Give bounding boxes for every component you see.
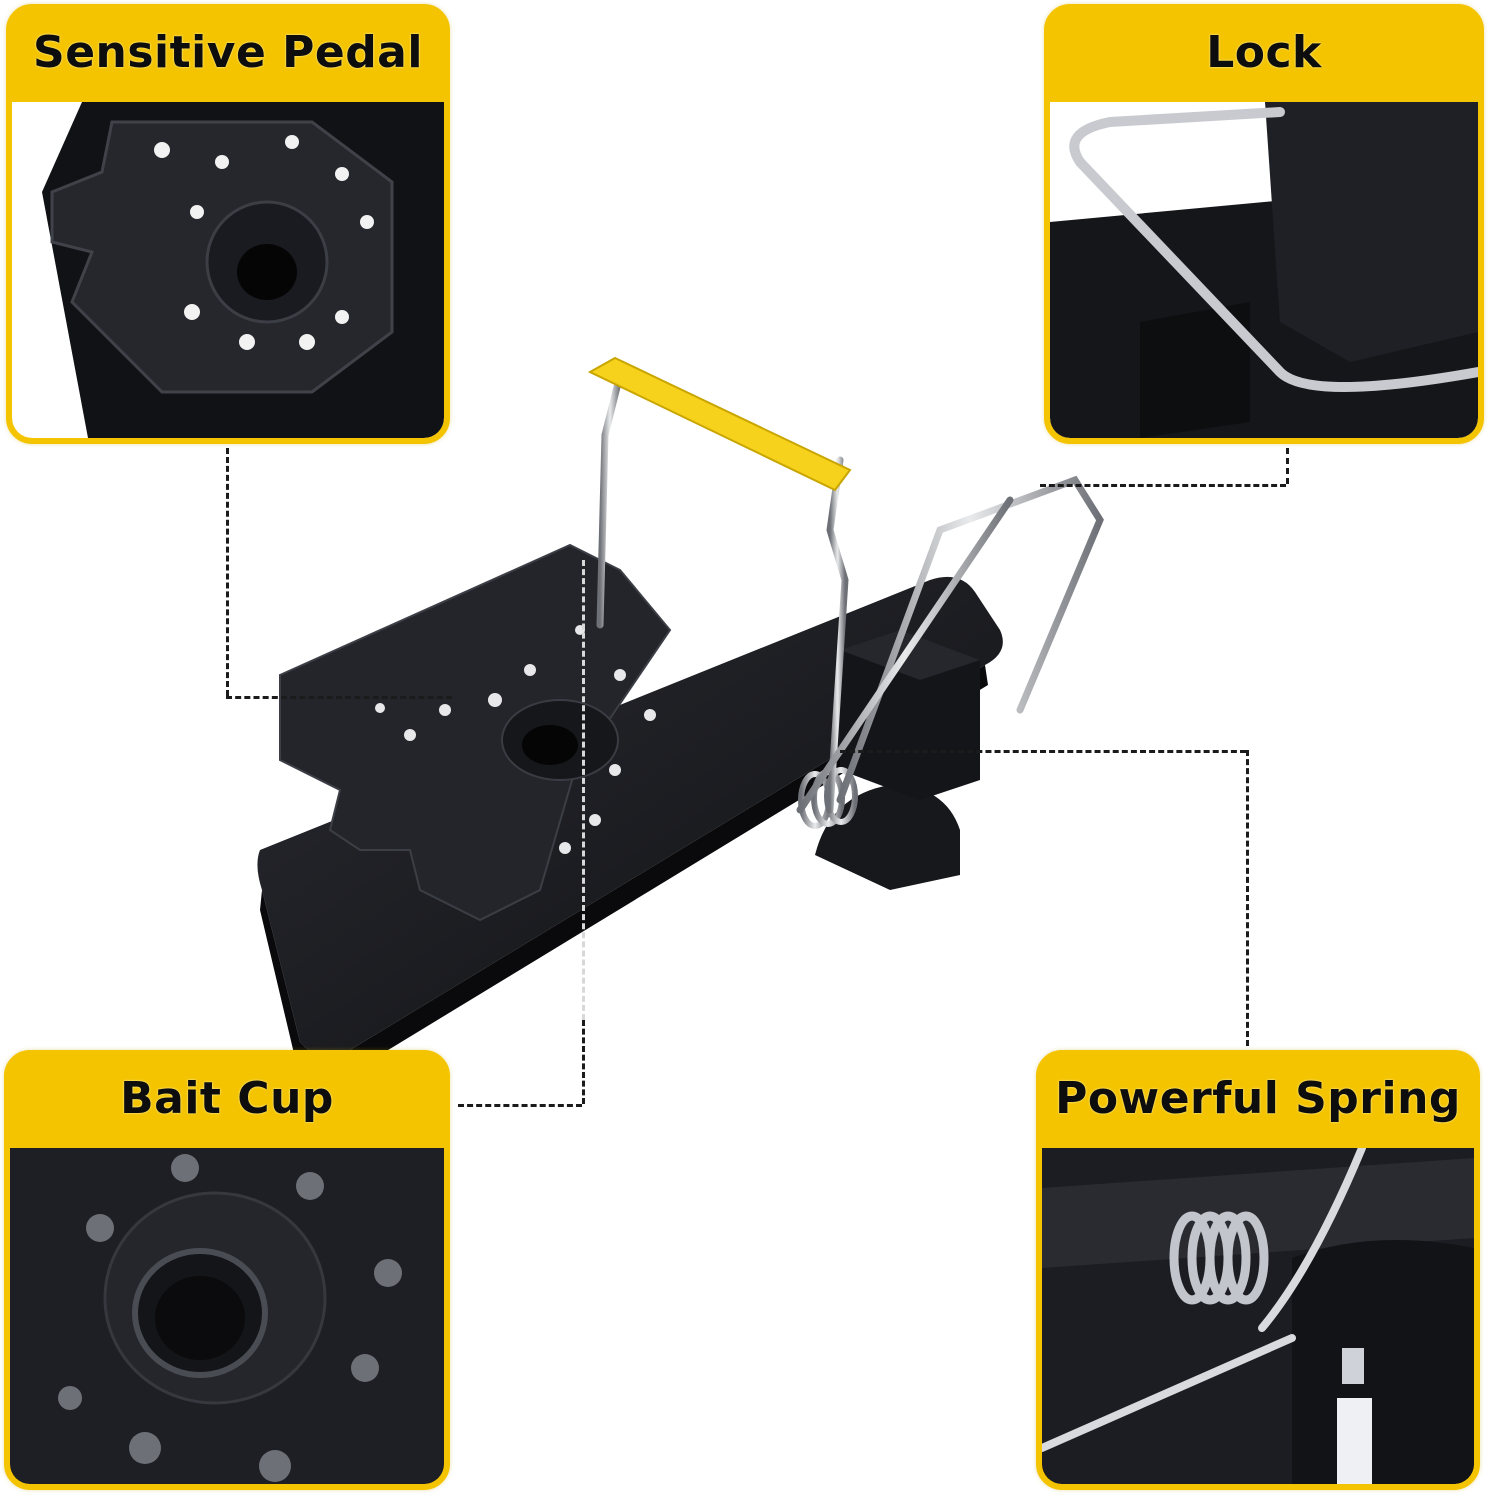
leader-spring-horizontal [840, 750, 1246, 753]
trap-base [257, 576, 1003, 1079]
leader-baitcup-vertical [582, 1020, 585, 1104]
callout-bait-cup: Bait Cup [4, 1050, 450, 1490]
leader-baitcup-horizontal [458, 1104, 582, 1107]
callout-sensitive-pedal: Sensitive Pedal [6, 4, 450, 444]
sensitive-pedal-closeup [12, 102, 444, 438]
bait-cup-closeup-illustration [10, 1148, 444, 1484]
callout-powerful-spring: Powerful Spring [1036, 1050, 1480, 1490]
mouse-trap-product-image [240, 330, 1260, 1079]
leader-pedal-vertical [226, 448, 229, 696]
trap-pedal [279, 543, 672, 922]
powerful-spring-closeup [1042, 1148, 1474, 1484]
callout-label: Powerful Spring [1055, 1072, 1461, 1124]
pedal-closeup-illustration [42, 102, 444, 438]
leader-lock-horizontal [1040, 484, 1286, 487]
leader-spring-vertical [1246, 750, 1249, 1046]
leader-lock-vertical [1286, 448, 1289, 484]
callout-label: Lock [1206, 26, 1322, 78]
callout-lock: Lock [1044, 4, 1484, 444]
callout-label: Bait Cup [120, 1072, 334, 1124]
lock-closeup [1050, 102, 1478, 438]
trap-bail-wire [596, 371, 1104, 814]
callout-label: Sensitive Pedal [33, 26, 423, 78]
trap-yellow-handle [587, 356, 852, 492]
lock-closeup-illustration [1050, 102, 1478, 438]
spring-closeup-illustration [1042, 1148, 1474, 1484]
leader-pedal-horizontal [226, 696, 452, 699]
bait-cup-closeup [10, 1148, 444, 1484]
mouse-trap-illustration [257, 356, 1104, 1079]
leader-baitcup-vertical-light [582, 560, 585, 1020]
